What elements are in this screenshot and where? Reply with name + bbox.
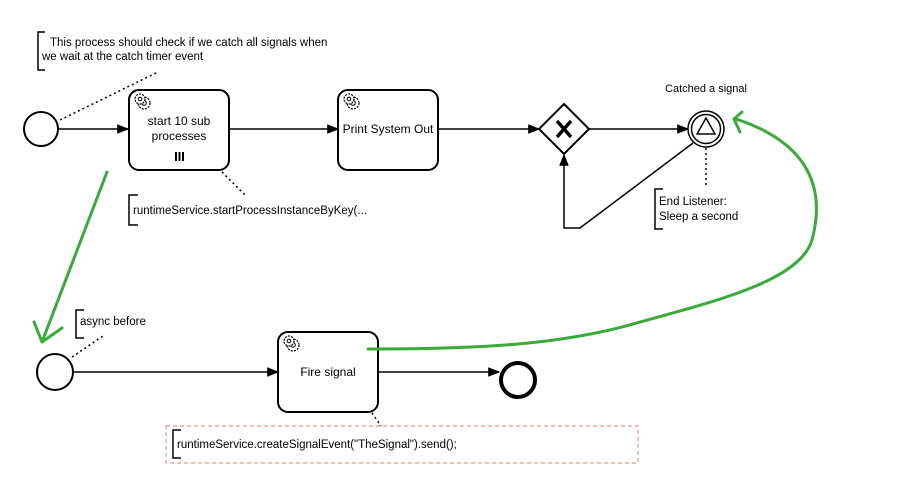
green-arrow-signal [366, 117, 818, 351]
green-overlay [32, 110, 818, 351]
text-annotation-end-listener[interactable]: End Listener: Sleep a second [654, 188, 738, 230]
text-annotation-create-signal[interactable]: runtimeService.createSignalEvent("TheSig… [172, 429, 457, 459]
gear-icon [134, 93, 151, 110]
association-create-signal [371, 412, 382, 427]
association-top [59, 71, 159, 121]
association-async [71, 335, 104, 358]
annotation-async: async before [80, 316, 146, 328]
text-annotation-top[interactable]: This process should check if we catch al… [37, 31, 327, 71]
annotation-top-line1: This process should check if we catch al… [50, 37, 327, 49]
task-fire-signal[interactable]: Fire signal [277, 331, 379, 413]
task-print-system-out[interactable]: Print System Out [337, 89, 439, 171]
task-start-sub-processes[interactable]: start 10 sub processes [128, 89, 230, 171]
green-arrowhead-signal [732, 110, 744, 134]
signal-triangle-icon [695, 116, 717, 135]
text-annotation-start-proc[interactable]: runtimeService.startProcessInstanceByKey… [128, 194, 367, 226]
end-event[interactable] [499, 361, 537, 399]
annotation-end-listener-1: End Listener: [659, 196, 727, 208]
task-fire-label: Fire signal [300, 365, 355, 379]
annotation-create-signal: runtimeService.createSignalEvent("TheSig… [177, 439, 457, 451]
start-event-top[interactable] [23, 111, 59, 147]
task-start-sub-label-2: processes [152, 129, 207, 143]
flow-loop-back[interactable] [559, 142, 694, 229]
x-icon [555, 119, 573, 139]
exclusive-gateway[interactable] [537, 102, 591, 156]
gear-icon [283, 335, 300, 352]
catch-signal-label: Catched a signal [665, 83, 747, 95]
start-event-bottom[interactable] [36, 353, 74, 391]
task-print-label: Print System Out [343, 122, 434, 136]
gear-icon [343, 93, 360, 110]
green-arrowhead-down [32, 320, 64, 344]
selection-box [165, 425, 639, 464]
text-annotation-async[interactable]: async before [75, 309, 146, 339]
annotation-end-listener-2: Sleep a second [659, 211, 738, 223]
green-arrow-down [40, 170, 109, 344]
annotation-start-proc: runtimeService.startProcessInstanceByKey… [133, 205, 367, 217]
annotation-top-line2: we wait at the catch timer event [41, 51, 204, 63]
catch-signal-event[interactable] [687, 110, 725, 148]
task-start-sub-label-1: start 10 sub [148, 114, 211, 128]
association-start-proc [221, 171, 246, 196]
multi-instance-icon [175, 152, 184, 161]
